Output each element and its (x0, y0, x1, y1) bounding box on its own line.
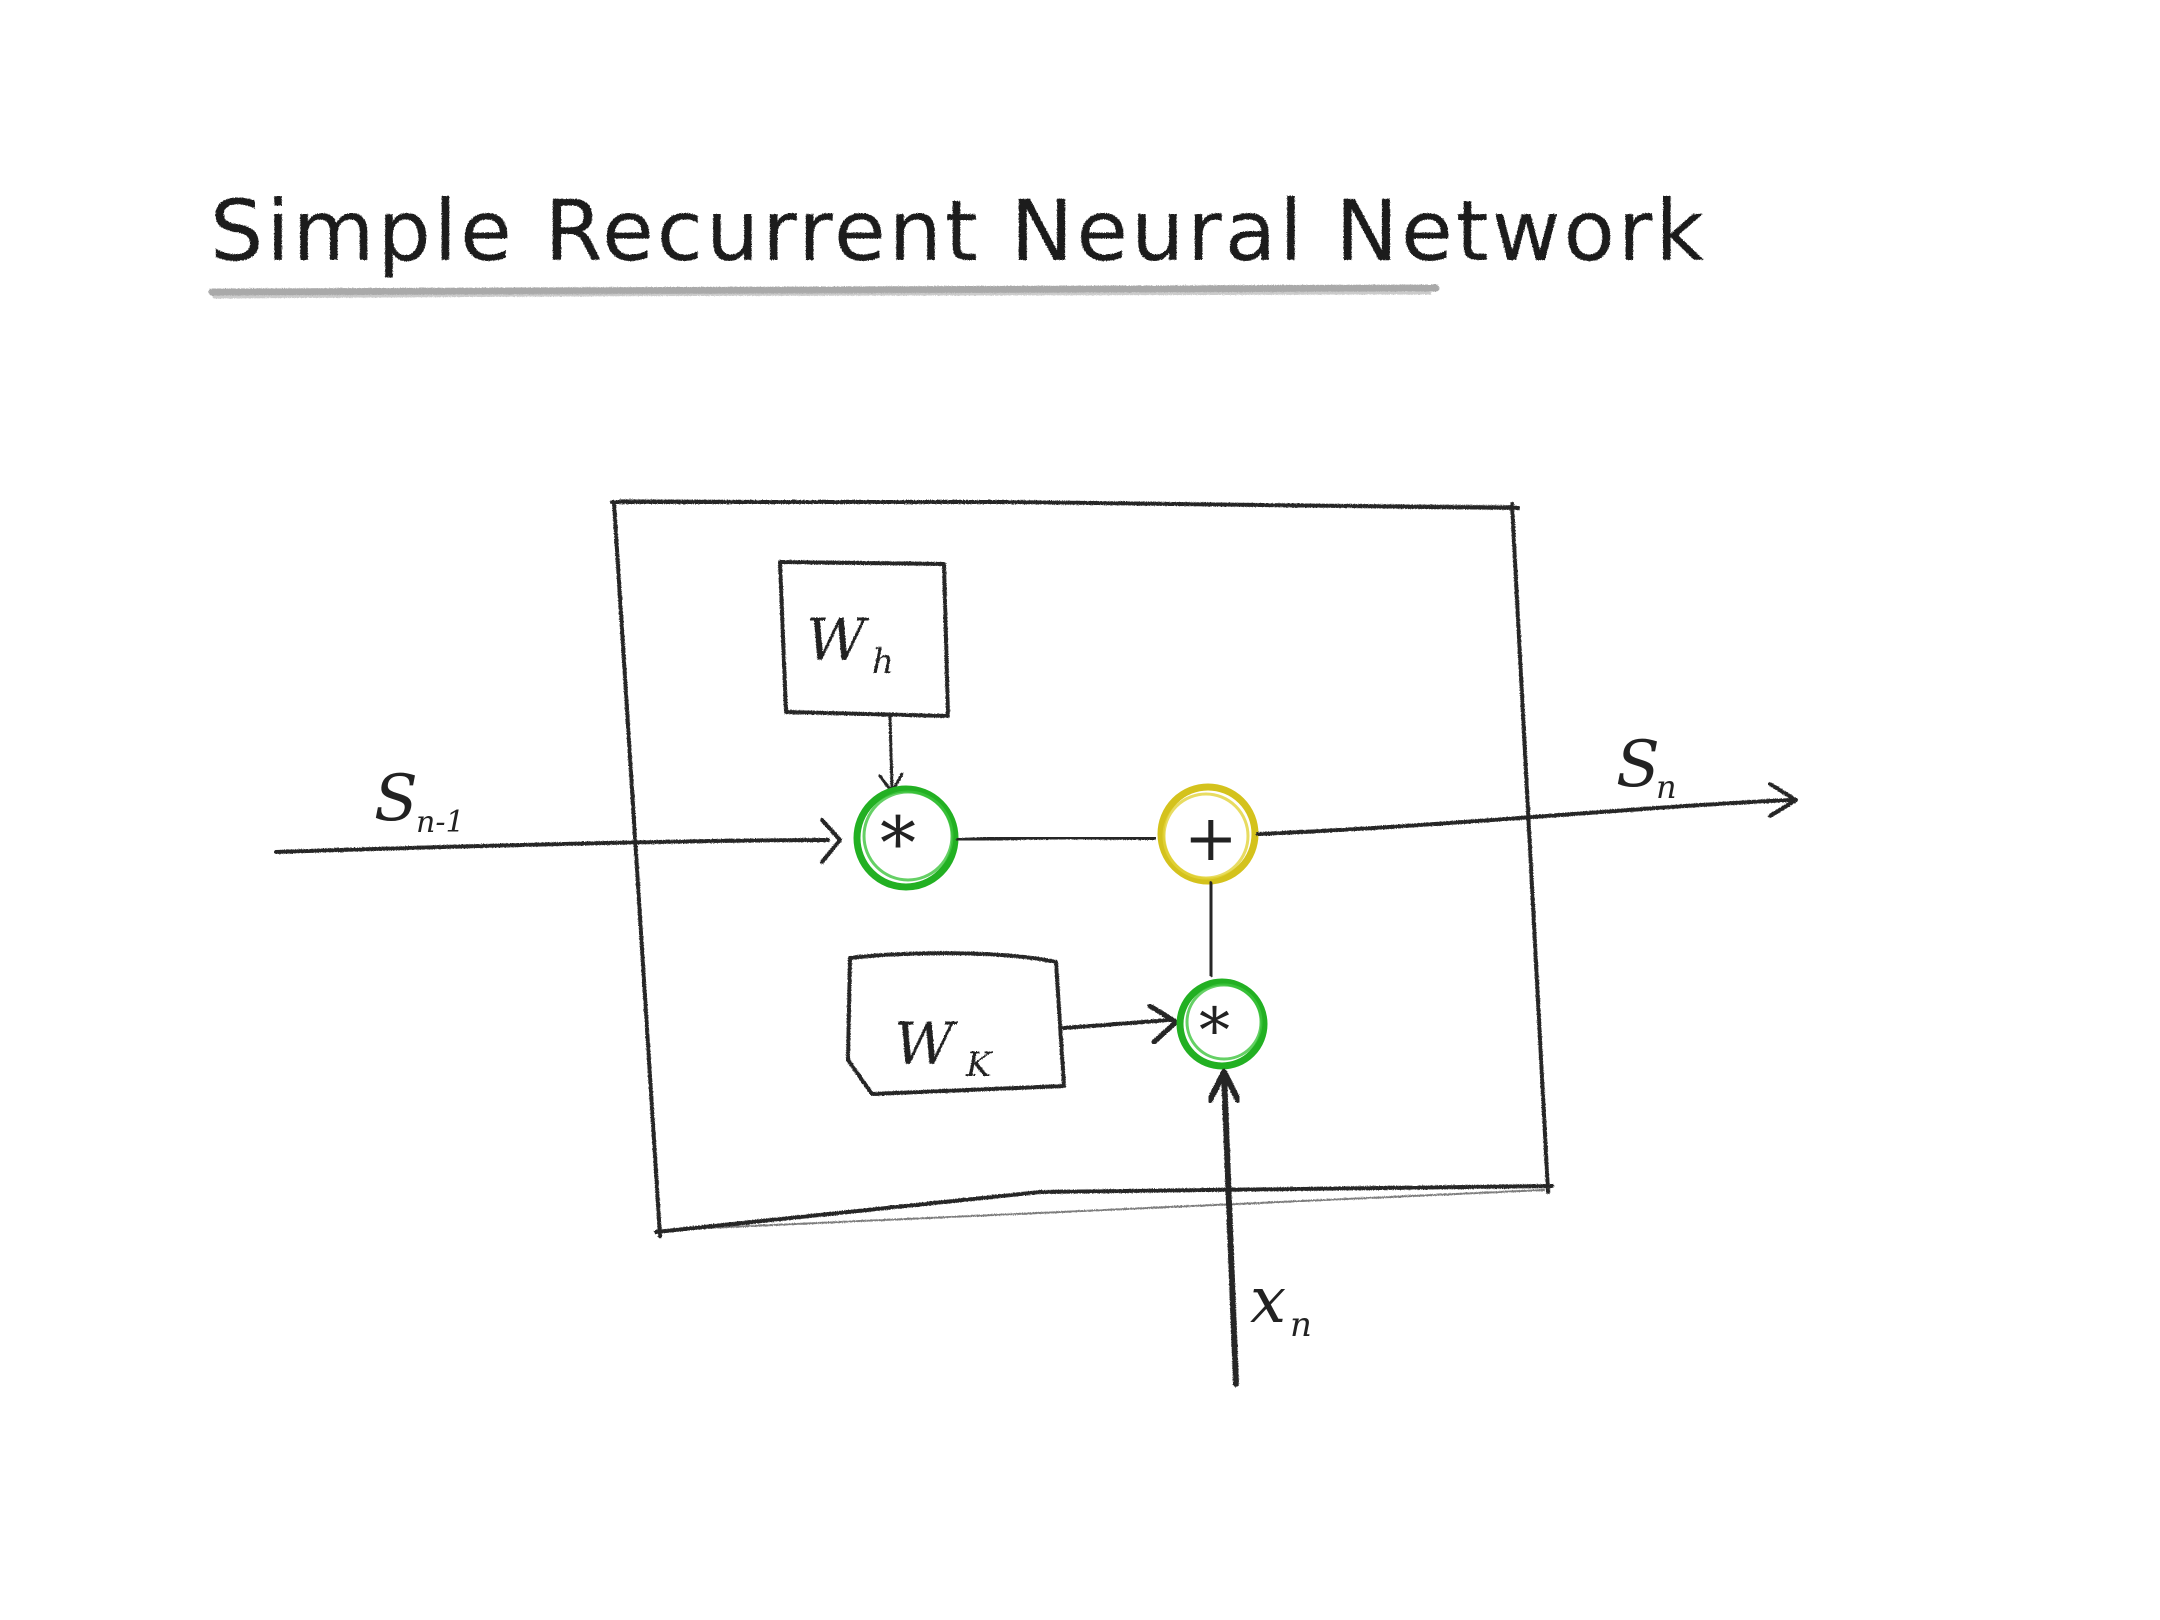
multiply-to-add-line (956, 835, 1156, 842)
weight-h-connector (878, 714, 904, 794)
rnn-cell-box (610, 499, 1554, 1238)
weight-k-symbol: W (894, 1010, 958, 1078)
bottom-to-add-line (1207, 881, 1215, 977)
input-state-arrow (274, 818, 842, 864)
input-state-label: S n-1 (374, 762, 465, 840)
input-x-symbol: x (1250, 1264, 1286, 1338)
weight-k-subscript: K (965, 1045, 994, 1085)
diagram-title: Simple Recurrent Neural Network (210, 182, 1707, 280)
multiply-node-top: * (853, 785, 959, 891)
input-state-symbol: S (374, 762, 418, 836)
add-symbol: + (1184, 802, 1238, 876)
output-state-symbol: S (1616, 728, 1660, 802)
multiply-bottom-symbol: * (1199, 994, 1230, 1067)
weight-h-subscript: h (872, 642, 894, 682)
output-state-label: S n (1616, 728, 1677, 806)
weight-h-symbol: W (806, 606, 870, 674)
input-x-subscript: n (1290, 1305, 1312, 1345)
multiply-top-symbol: * (880, 801, 916, 885)
weight-h-box: W h (778, 560, 950, 718)
weight-k-box: W K (846, 951, 1066, 1096)
multiply-node-bottom: * (1176, 978, 1268, 1070)
add-node: + (1157, 783, 1259, 885)
input-x-label: x n (1250, 1264, 1312, 1345)
weight-k-connector (1062, 1003, 1179, 1045)
title-underline (208, 284, 1440, 296)
output-state-arrow (1256, 782, 1798, 836)
input-x-arrow (1207, 1069, 1241, 1387)
input-state-subscript: n-1 (416, 805, 465, 840)
title-group: Simple Recurrent Neural Network (208, 182, 1707, 299)
output-state-subscript: n (1656, 768, 1677, 806)
